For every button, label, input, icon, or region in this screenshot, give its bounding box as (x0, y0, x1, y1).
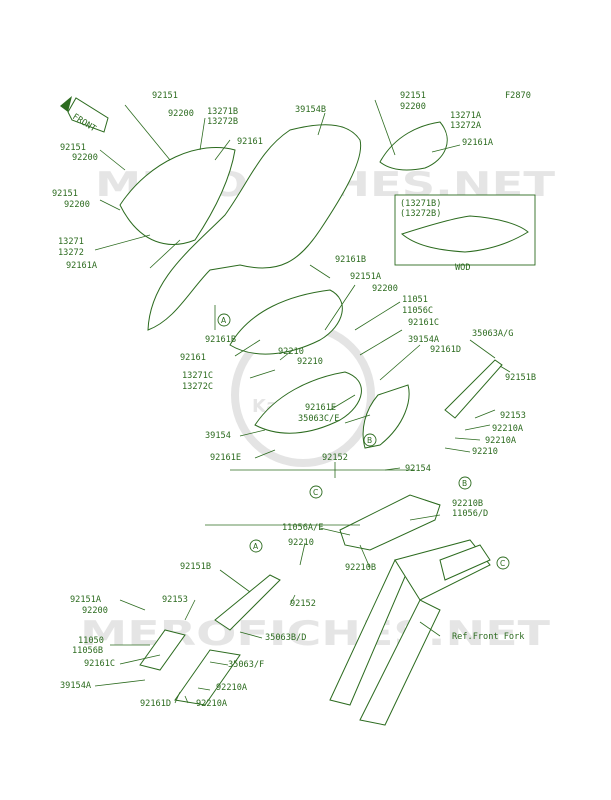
part-label: 13272B (207, 117, 238, 127)
part-label: 11056A/E (282, 523, 323, 533)
part-label: 11056C (402, 306, 433, 316)
part-label: 92200 (64, 200, 90, 210)
svg-text:A: A (221, 316, 227, 325)
part-label: 92152 (290, 599, 316, 609)
part-label: 92210 (297, 357, 323, 367)
middle-cowl-upper (229, 289, 343, 355)
variant-line2: (13272B) (400, 209, 441, 219)
part-label: 92151A (350, 272, 382, 282)
part-label: 92210A (485, 436, 517, 446)
right-trim-panel (379, 121, 448, 171)
callout-a-low: A (249, 539, 263, 553)
lower-bracket (339, 494, 441, 551)
part-label: 92210B (345, 563, 376, 573)
callout-c-low: C (496, 556, 510, 570)
front-fork (329, 539, 491, 726)
part-label: 13272 (58, 248, 84, 258)
part-label: 92161E (305, 403, 336, 413)
part-label: 92151B (180, 562, 211, 572)
svg-text:C: C (500, 559, 505, 568)
part-label: 92161C (84, 659, 115, 669)
part-label: 92161 (237, 137, 263, 147)
part-label: 39154A (60, 681, 92, 691)
lower-left-panel (139, 629, 186, 671)
part-label: 92161E (210, 453, 241, 463)
callout-a-top: A (217, 313, 231, 327)
svg-text:A: A (253, 542, 259, 551)
part-label: 92153 (500, 411, 526, 421)
part-label: 92210 (278, 347, 304, 357)
part-label: 92200 (72, 153, 98, 163)
part-label: 92152 (322, 453, 348, 463)
part-label: 13271 (58, 237, 84, 247)
part-label: 13271C (182, 371, 213, 381)
part-label: 11056/D (452, 509, 488, 519)
part-label: 92151B (505, 373, 536, 383)
part-label: 35063B/D (265, 633, 306, 643)
part-label: 13272C (182, 382, 213, 392)
callout-b-low: B (458, 476, 472, 490)
part-label: 92151A (70, 595, 102, 605)
part-label: 92161A (462, 138, 494, 148)
part-label: 39154B (295, 105, 326, 115)
callout-c-mid: C (309, 485, 323, 499)
part-label: 13271B (207, 107, 238, 117)
part-label: 13272A (450, 121, 482, 131)
part-label: 92161C (408, 318, 439, 328)
variant-title: WOD (455, 263, 471, 273)
part-label: 92154 (405, 464, 431, 474)
svg-text:B: B (367, 436, 372, 445)
middle-cowl-lower (254, 371, 362, 434)
part-label: 11050 (78, 636, 104, 646)
part-label: 92161 (180, 353, 206, 363)
svg-text:C: C (313, 488, 318, 497)
svg-text:B: B (462, 479, 467, 488)
part-label: 92151 (52, 189, 78, 199)
part-label: 92210 (288, 538, 314, 548)
part-label: 92153 (162, 595, 188, 605)
part-label: 35063/F (228, 660, 264, 670)
part-label: 35063A/G (472, 329, 513, 339)
lower-left-stay-2 (174, 649, 241, 706)
right-stay (444, 359, 503, 419)
part-label: 11051 (402, 295, 428, 305)
part-label: 92210A (196, 699, 228, 709)
part-label: 92161B (335, 255, 366, 265)
part-label: 35063C/E (298, 414, 339, 424)
part-label: 92161D (140, 699, 171, 709)
part-label: 13271A (450, 111, 482, 121)
variant-box: (13271B) (13272B) WOD (394, 194, 536, 273)
reference-label: Ref.Front Fork (452, 632, 525, 642)
callout-b-mid: B (363, 433, 377, 447)
part-label: 92210A (492, 424, 524, 434)
part-label: 92161D (430, 345, 461, 355)
part-labels: 92151 92200 13271B 13272B 39154B 92151 9… (52, 91, 536, 709)
part-label: 92161B (205, 335, 236, 345)
upper-cowl-panel (119, 146, 236, 245)
part-label: 92151 (152, 91, 178, 101)
figure-code: F2870 (505, 91, 531, 101)
part-label: 92161A (66, 261, 98, 271)
leader-lines (94, 99, 511, 704)
part-label: 92151 (60, 143, 86, 153)
part-label: 92200 (372, 284, 398, 294)
part-label: 11056B (72, 646, 103, 656)
variant-line1: (13271B) (400, 199, 441, 209)
part-label: 92151 (400, 91, 426, 101)
part-label: 92200 (168, 109, 194, 119)
part-label: 92210 (472, 447, 498, 457)
lower-left-stay (214, 574, 281, 631)
side-bracket (362, 384, 410, 449)
part-label: 92200 (400, 102, 426, 112)
part-label: 39154 (205, 431, 231, 441)
windshield (147, 124, 362, 331)
front-arrow-icon: FRONT (60, 96, 109, 134)
part-label: 92210B (452, 499, 483, 509)
part-label: 92210A (216, 683, 248, 693)
part-label: 92200 (82, 606, 108, 616)
part-label: 39154A (408, 335, 440, 345)
